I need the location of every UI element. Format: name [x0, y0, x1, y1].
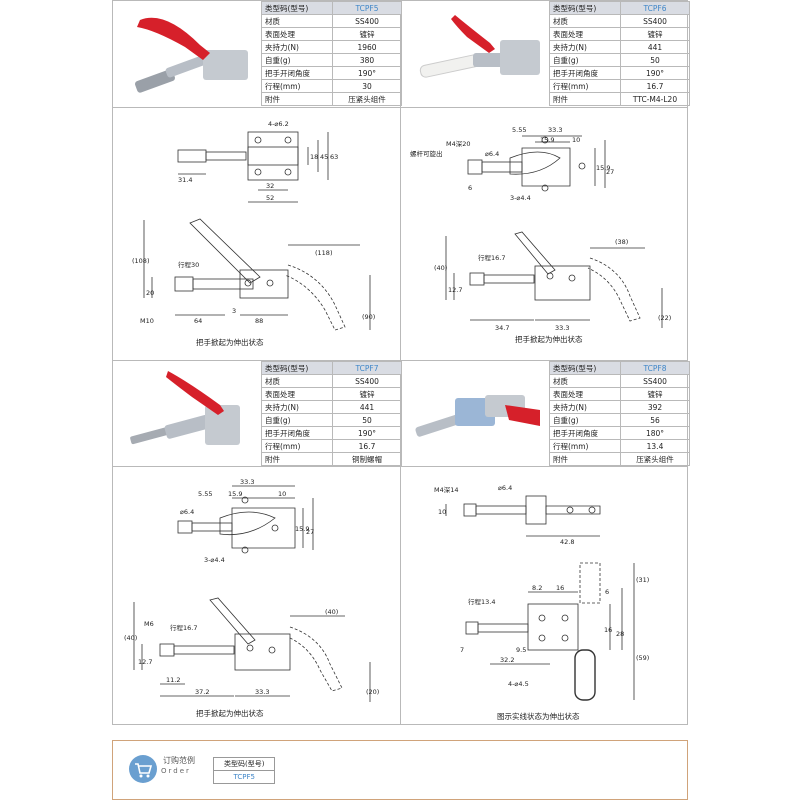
svg-text:45: 45	[320, 153, 328, 161]
product-photo-tcpf7	[130, 371, 240, 445]
svg-text:11.2: 11.2	[166, 676, 180, 684]
svg-text:33.3: 33.3	[240, 478, 254, 486]
svg-text:27: 27	[306, 528, 314, 536]
drawing-tcpf8-side: 行程13.4 8.2 16 6 (31) 16 28 (59) 7 9.5 32…	[460, 562, 649, 701]
svg-text:33.3: 33.3	[555, 324, 569, 332]
svg-text:16: 16	[556, 584, 564, 592]
svg-text:15.9: 15.9	[228, 490, 242, 498]
caption-tcpf6: 把手掀起为伸出状态	[515, 335, 583, 344]
svg-text:63: 63	[330, 153, 338, 161]
svg-text:20: 20	[146, 289, 154, 297]
svg-text:32: 32	[266, 182, 274, 190]
svg-text:3-⌀4.4: 3-⌀4.4	[204, 556, 225, 564]
svg-text:15.9: 15.9	[596, 164, 610, 172]
svg-text:⌀6.4: ⌀6.4	[485, 150, 499, 158]
svg-text:4-⌀4.5: 4-⌀4.5	[508, 680, 529, 688]
svg-text:M4深20: M4深20	[446, 139, 471, 148]
svg-text:(59): (59)	[636, 654, 649, 662]
svg-text:(20): (20)	[366, 688, 379, 696]
svg-text:32.2: 32.2	[500, 656, 514, 664]
drawing-tcpf7-side: (40) M6 行程16.7 (40) 12.7 11.2 37.2 33.3 …	[124, 597, 379, 702]
svg-text:行程16.7: 行程16.7	[170, 623, 197, 632]
svg-text:52: 52	[266, 194, 274, 202]
caption-tcpf7: 把手掀起为伸出状态	[196, 709, 264, 718]
svg-text:33.3: 33.3	[548, 126, 562, 134]
svg-text:(22): (22)	[658, 314, 671, 322]
svg-text:⌀6.4: ⌀6.4	[180, 508, 194, 516]
svg-text:15.9: 15.9	[540, 136, 554, 144]
svg-text:5.55: 5.55	[198, 490, 212, 498]
order-value: TCPF5	[212, 770, 276, 784]
order-title: 订购范例	[163, 756, 195, 765]
svg-text:88: 88	[255, 317, 263, 325]
drawing-tcpf7-top: 5.55 ⌀6.4 33.3 15.9 10 15.9 27 3-⌀4.4	[177, 478, 314, 564]
svg-text:16: 16	[604, 626, 612, 634]
svg-text:12.7: 12.7	[448, 286, 462, 294]
svg-text:M6: M6	[144, 620, 154, 628]
svg-text:7: 7	[460, 646, 464, 654]
svg-text:64: 64	[194, 317, 202, 325]
drawing-tcpf8-top: M4深14 ⌀6.4 10 42.8	[434, 484, 601, 546]
svg-text:34.7: 34.7	[495, 324, 509, 332]
svg-text:8.2: 8.2	[532, 584, 542, 592]
svg-text:3: 3	[232, 307, 236, 315]
row-divider-2	[112, 360, 688, 361]
svg-text:行程16.7: 行程16.7	[478, 253, 505, 262]
svg-text:(118): (118)	[315, 249, 332, 257]
svg-text:6: 6	[468, 184, 472, 192]
svg-text:15.9: 15.9	[295, 525, 309, 533]
svg-text:(90): (90)	[362, 313, 375, 321]
cart-icon	[129, 755, 157, 783]
order-table: 类型码(型号) TCPF5	[212, 757, 276, 784]
caption-tcpf8: 图示实线状态为伸出状态	[497, 712, 580, 721]
product-photo-tcpf8	[415, 395, 540, 437]
svg-text:(31): (31)	[636, 576, 649, 584]
svg-text:10: 10	[438, 508, 446, 516]
svg-text:(40): (40)	[124, 634, 137, 642]
svg-text:28: 28	[616, 630, 624, 638]
svg-text:10: 10	[572, 136, 580, 144]
svg-text:M4深14: M4深14	[434, 485, 459, 494]
order-header: 类型码(型号)	[212, 757, 276, 771]
svg-text:3-⌀4.4: 3-⌀4.4	[510, 194, 531, 202]
drawing-tcpf5-top: 4-⌀6.2 31.4 18 45 63 32 52	[177, 120, 338, 203]
svg-text:6: 6	[605, 588, 609, 596]
svg-text:(108): (108)	[132, 257, 149, 265]
row-divider-3	[112, 466, 688, 467]
svg-text:⌀6.4: ⌀6.4	[498, 484, 512, 492]
svg-text:18: 18	[310, 153, 318, 161]
product-photo-tcpf5	[134, 17, 248, 93]
svg-text:31.4: 31.4	[178, 176, 192, 184]
svg-text:5.55: 5.55	[512, 126, 526, 134]
drawing-tcpf6-top: M4深20 螺杆可旋出 ⌀6.4 5.55 33.3 15.9 10 15.9 …	[410, 126, 614, 202]
svg-text:(40): (40)	[434, 264, 447, 272]
svg-text:37.2: 37.2	[195, 688, 209, 696]
svg-text:27: 27	[606, 168, 614, 176]
order-example-panel: 订购范例 Order 类型码(型号) TCPF5	[112, 740, 688, 800]
svg-text:螺杆可旋出: 螺杆可旋出	[410, 149, 443, 158]
svg-text:42.8: 42.8	[560, 538, 574, 546]
svg-text:9.5: 9.5	[516, 646, 526, 654]
svg-text:10: 10	[278, 490, 286, 498]
svg-text:4-⌀6.2: 4-⌀6.2	[268, 120, 289, 128]
product-photo-tcpf6	[419, 15, 540, 78]
caption-tcpf5: 把手掀起为伸出状态	[196, 338, 264, 347]
order-subtitle: Order	[161, 767, 191, 775]
drawing-tcpf5-side: (108) 行程30 (118) 20 M10 64 3 88 (90)	[132, 218, 375, 331]
svg-text:33.3: 33.3	[255, 688, 269, 696]
svg-text:(40): (40)	[325, 608, 338, 616]
row-divider-1	[112, 107, 688, 108]
svg-text:M10: M10	[140, 317, 154, 325]
svg-text:行程30: 行程30	[178, 260, 199, 269]
svg-text:12.7: 12.7	[138, 658, 152, 666]
svg-text:行程13.4: 行程13.4	[468, 597, 495, 606]
svg-text:(38): (38)	[615, 238, 628, 246]
drawing-tcpf6-side: (40) 行程16.7 (38) 12.7 34.7 33.3 (22)	[434, 231, 671, 332]
